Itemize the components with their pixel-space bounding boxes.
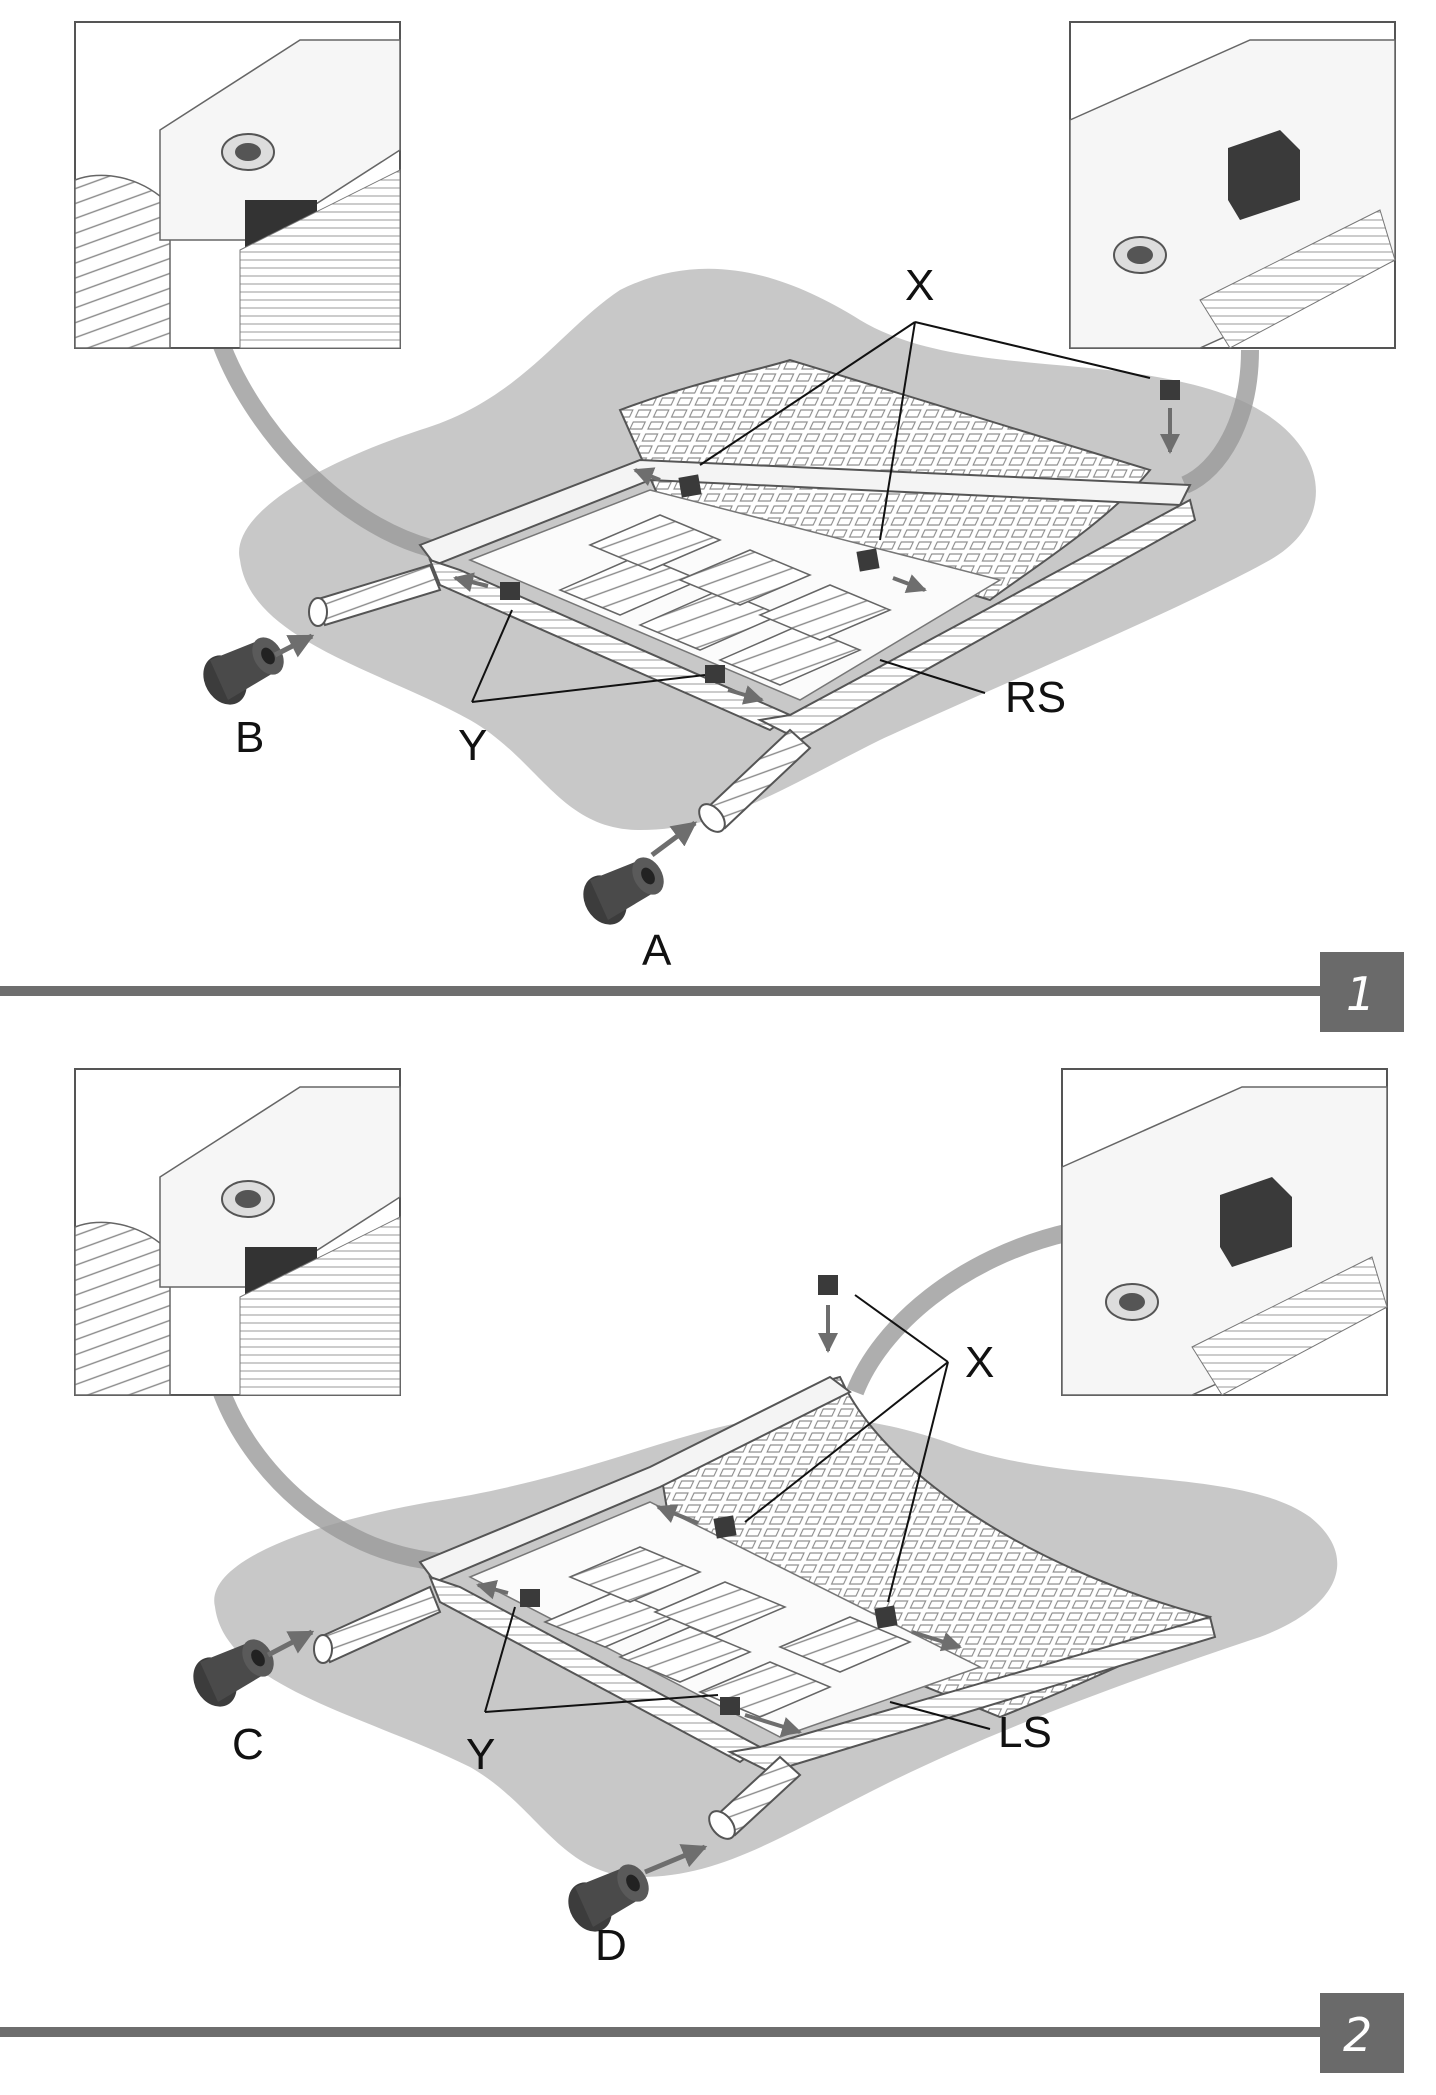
label-side: RS [1005,673,1066,722]
detail-inset-right [1070,22,1395,348]
detail-inset-right [1062,1069,1387,1395]
arrow-cap-b [275,636,312,655]
tube-left-end [314,1635,332,1663]
cap-icon [575,852,670,933]
label-y: Y [458,721,487,770]
step-divider [0,2027,1320,2037]
step-number: 1 [1346,967,1375,1021]
label-side: LS [998,1708,1052,1757]
label-cap-front: A [642,926,672,975]
callout-curve-right [855,1232,1070,1392]
cap-icon [185,1634,280,1715]
tube-left-end [309,598,327,626]
cap-icon [195,632,290,713]
label-cap-left: B [235,713,264,762]
step-1-illustration: X Y RS B A 1 [0,0,1436,1047]
step-2-panel: X Y LS C D 2 [0,1047,1436,2094]
label-cap-front: D [595,1921,627,1970]
step-number: 2 [1343,2008,1372,2062]
detail-inset-left [75,22,400,348]
label-y: Y [466,1730,495,1779]
label-x: X [965,1338,994,1387]
step-2-illustration: X Y LS C D 2 [0,1047,1436,2094]
detail-inset-left [75,1069,400,1395]
label-cap-left: C [232,1720,264,1769]
label-x: X [905,261,934,310]
step-divider [0,986,1320,996]
step-1-panel: X Y RS B A 1 [0,0,1436,1047]
